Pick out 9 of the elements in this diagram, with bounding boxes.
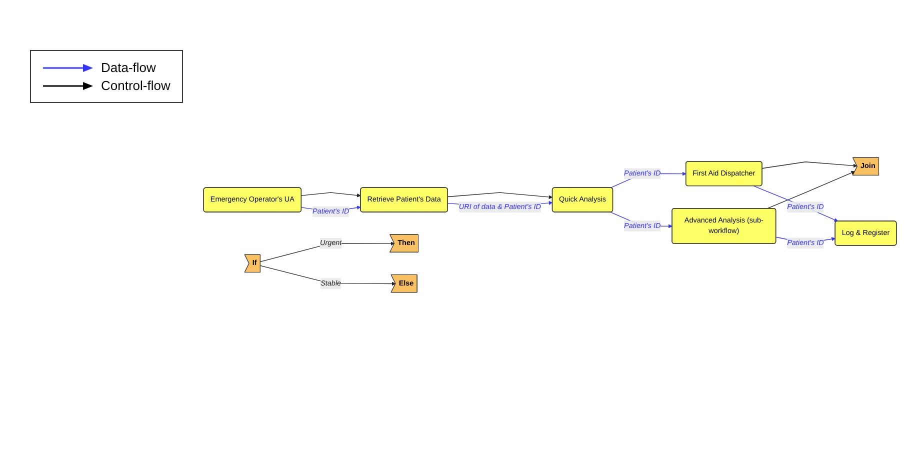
arrow xyxy=(754,186,838,222)
legend-label: Data-flow xyxy=(101,60,156,75)
arrow xyxy=(260,265,396,286)
arrow xyxy=(448,192,553,200)
arrow xyxy=(301,192,361,198)
arrow xyxy=(762,162,858,169)
arrow xyxy=(766,171,856,209)
arrow xyxy=(260,242,395,262)
legend-label: Control-flow xyxy=(101,78,170,93)
